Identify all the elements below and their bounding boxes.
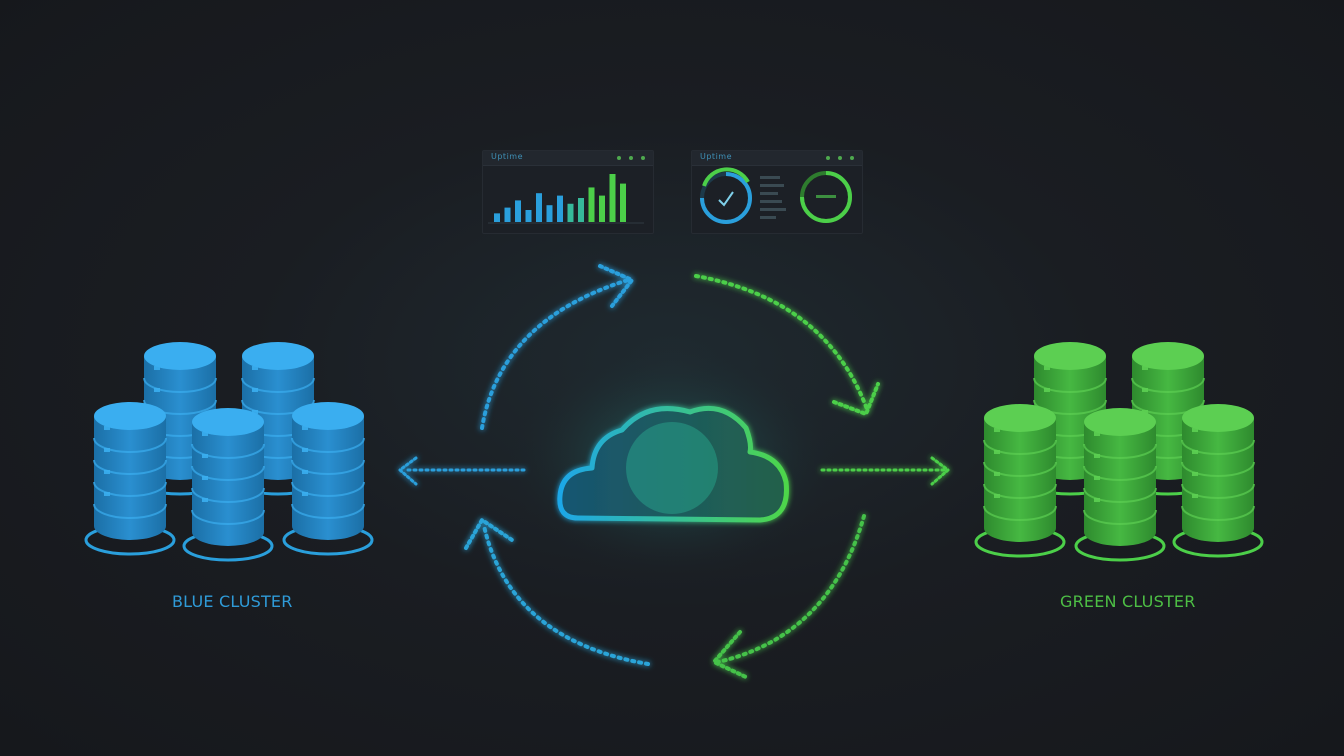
uptime-bar bbox=[536, 193, 542, 222]
gauge-legend bbox=[760, 176, 786, 219]
green-cluster bbox=[974, 342, 1264, 562]
arrow-top-left bbox=[480, 278, 630, 430]
arrow-bottom-right bbox=[716, 514, 866, 664]
blue-cluster-label: BLUE CLUSTER bbox=[172, 592, 293, 611]
cycle-arrows bbox=[464, 264, 880, 680]
uptime-bar bbox=[546, 205, 553, 222]
database-icon bbox=[182, 408, 274, 562]
horizontal-arrows bbox=[397, 456, 951, 486]
window-dots bbox=[826, 156, 854, 160]
status-ring-icon bbox=[816, 195, 836, 198]
arrow-head-bottom-right bbox=[710, 630, 750, 680]
uptime-bar bbox=[599, 195, 605, 222]
panel-header: Uptime bbox=[483, 151, 653, 166]
uptime-bar bbox=[494, 213, 500, 222]
arrow-top-right bbox=[694, 274, 870, 414]
gauge-check bbox=[700, 167, 752, 224]
window-dots bbox=[617, 156, 645, 160]
blue-cluster bbox=[84, 342, 374, 562]
uptime-bar bbox=[609, 174, 616, 222]
uptime-bar bbox=[557, 195, 563, 222]
uptime-bar bbox=[588, 187, 595, 222]
database-icon bbox=[282, 402, 374, 556]
panel-header: Uptime bbox=[692, 151, 862, 166]
uptime-bar bbox=[525, 210, 532, 222]
uptime-bar bbox=[567, 203, 574, 222]
check-icon bbox=[718, 191, 734, 207]
uptime-bar bbox=[578, 198, 584, 222]
green-cluster-label: GREEN CLUSTER bbox=[1060, 592, 1196, 611]
arrow-head-to-green-cluster bbox=[930, 456, 951, 486]
arrow-head-top-right bbox=[832, 382, 880, 417]
arrow-head-bottom-left bbox=[464, 517, 514, 550]
arrow-head-top-left bbox=[598, 264, 636, 308]
gauge-status bbox=[800, 171, 852, 223]
uptime-bar bbox=[620, 183, 626, 222]
uptime-bar bbox=[515, 200, 521, 222]
panel-title: Uptime bbox=[700, 152, 733, 161]
database-icon bbox=[974, 404, 1066, 558]
database-icon bbox=[1074, 408, 1166, 562]
arrow-bottom-left bbox=[482, 524, 650, 666]
panel-title: Uptime bbox=[491, 152, 524, 161]
cloud-icon bbox=[557, 405, 789, 523]
uptime-bar bbox=[504, 207, 511, 222]
database-icon bbox=[84, 402, 176, 556]
uptime-bar-chart bbox=[488, 174, 644, 224]
database-icon bbox=[1172, 404, 1264, 558]
arrow-head-to-blue-cluster bbox=[397, 456, 418, 486]
